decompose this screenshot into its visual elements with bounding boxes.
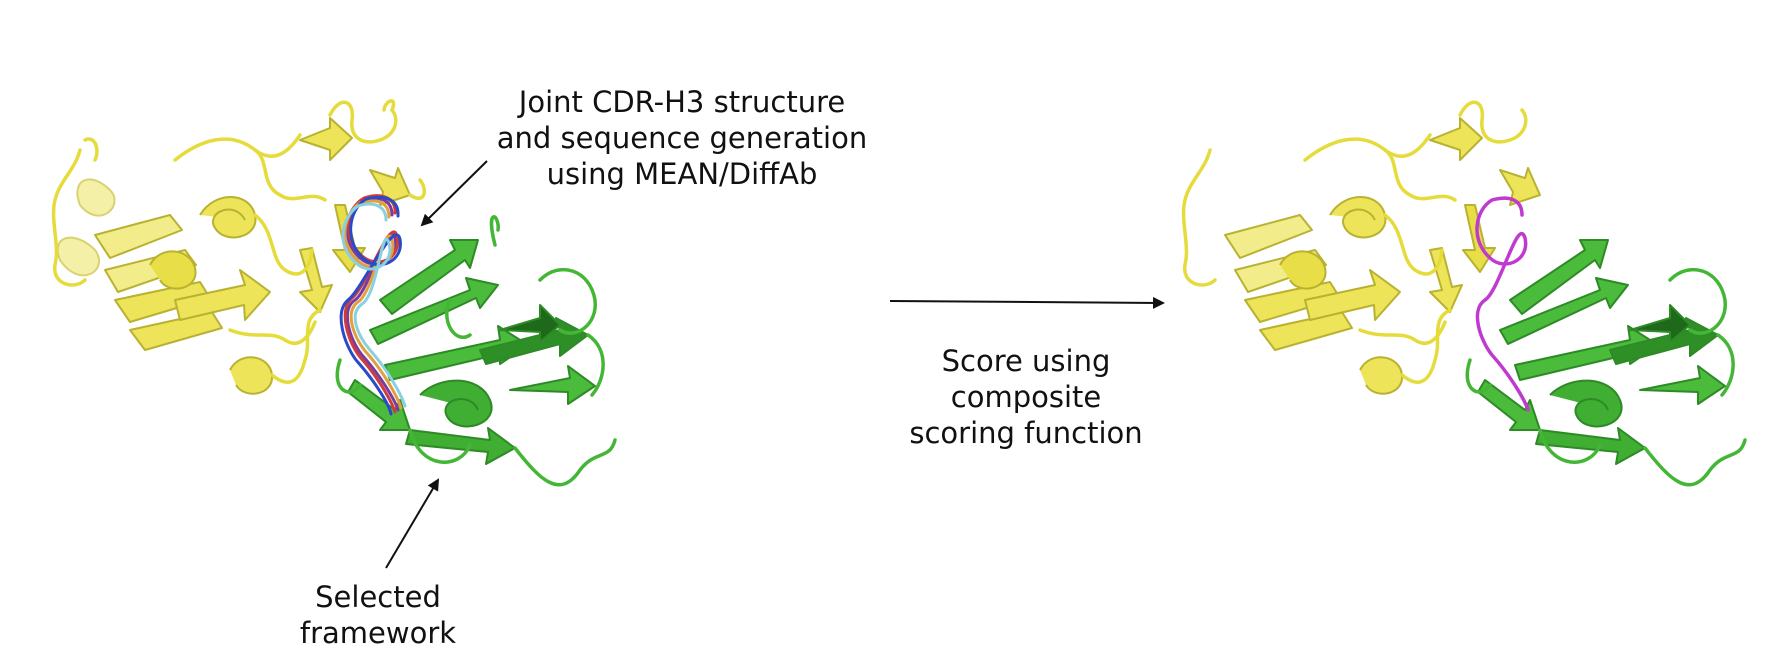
cdr-generation-line: and sequence generation xyxy=(496,121,868,155)
selected-framework-line: Selected xyxy=(315,580,441,614)
antibody-chain-right xyxy=(1477,239,1726,465)
scoring-line: Score using xyxy=(941,344,1111,378)
designed-cdr-loop xyxy=(1475,196,1530,412)
selected-framework-label: Selected framework xyxy=(300,579,456,651)
sampled-cdr-loops xyxy=(339,194,407,416)
antigen-chain-right xyxy=(1224,117,1541,395)
protein-complex-input xyxy=(51,99,617,487)
selected-framework-line: framework xyxy=(299,616,457,650)
antigen-chain-left xyxy=(56,117,411,395)
cdr-generation-line: using MEAN/DiffAb xyxy=(546,157,818,191)
scoring-line: scoring function xyxy=(909,416,1143,450)
scoring-label: Score using composite scoring function xyxy=(909,343,1142,451)
arrow-icon xyxy=(420,160,488,227)
protein-complex-output xyxy=(1181,100,1747,487)
arrow-icon xyxy=(385,478,440,569)
antibody-chain-left xyxy=(347,239,596,465)
scoring-line: composite xyxy=(950,380,1102,414)
arrow-icon xyxy=(889,296,1165,309)
cdr-generation-label: Joint CDR-H3 structure and sequence gene… xyxy=(497,84,867,192)
cdr-generation-line: Joint CDR-H3 structure xyxy=(518,85,846,119)
